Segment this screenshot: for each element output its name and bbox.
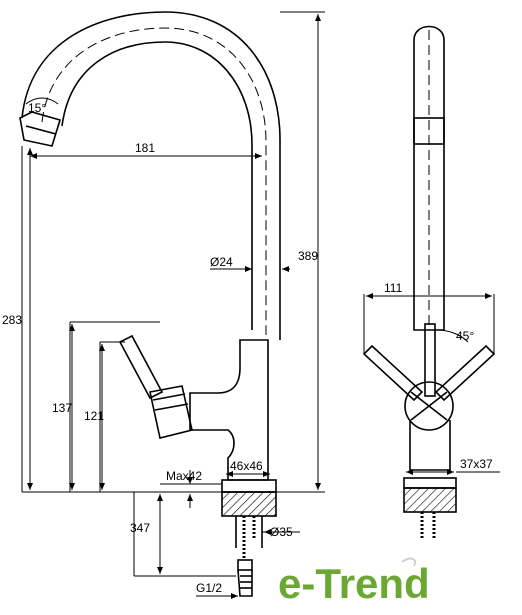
height-389-label: 389: [298, 249, 318, 263]
hose-nut: [237, 559, 253, 571]
lever-handle: [118, 334, 164, 400]
front-body: [409, 420, 451, 471]
handle-width-111-label: 111: [384, 281, 403, 295]
hose-end: [237, 569, 253, 597]
brand-logo: e-Trend: [278, 557, 430, 607]
spout-outer-contour: [21, 11, 281, 340]
aerator-tip: [19, 111, 62, 147]
base-46x46-label: 46x46: [230, 459, 263, 473]
faucet-body: [189, 339, 269, 481]
front-hoses: [420, 512, 436, 540]
front-dimensions: [363, 293, 500, 475]
front-base-flange: [403, 477, 457, 489]
reach-181-label: 181: [135, 141, 155, 155]
hole-35-label: Ø35: [270, 525, 293, 539]
front-view: [362, 25, 496, 540]
front-spout: [413, 25, 445, 331]
flex-hose: [242, 516, 256, 560]
spout-centerline: [41, 27, 267, 335]
cartridge: [149, 385, 193, 439]
handle-right: [434, 344, 496, 402]
counter-top: [221, 491, 277, 517]
aerator-line: [25, 125, 57, 135]
side-dimensions: [21, 11, 325, 599]
handle-left: [362, 344, 424, 402]
height-121-label: 121: [84, 409, 104, 423]
front-counter-top: [403, 487, 457, 513]
front-cartridge: [404, 381, 454, 431]
max-thickness-label: Max42: [166, 469, 202, 483]
height-137-label: 137: [52, 401, 72, 415]
thread-label: G1/2: [196, 581, 222, 595]
side-view: [19, 11, 281, 597]
shank-347-label: 347: [130, 521, 150, 535]
handle-angle-45-label: 45°: [456, 329, 474, 343]
base-flange: [221, 479, 277, 493]
svg-text:e-Trend: e-Trend: [278, 560, 430, 607]
diameter-24-label: Ø24: [210, 255, 233, 269]
brand-name: Trend: [315, 560, 429, 607]
spout-inner-contour: [61, 41, 253, 330]
angle-15-label: 15°: [28, 101, 46, 115]
height-283-label: 283: [2, 313, 22, 327]
brand-swoosh-icon: [401, 557, 416, 567]
brand-prefix: e-: [278, 560, 315, 607]
base-37x37-label: 37x37: [460, 457, 493, 471]
